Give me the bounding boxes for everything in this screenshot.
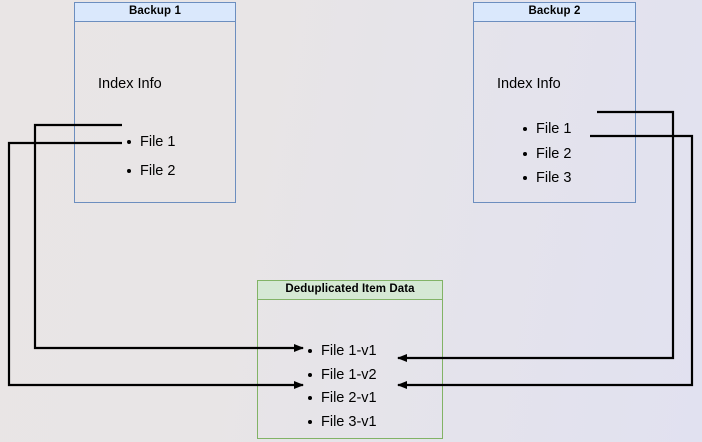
backup-2-body: Index Info File 1 File 2 File 3: [474, 22, 635, 202]
backup-2-file-item[interactable]: File 1: [521, 122, 571, 137]
dedup-item[interactable]: File 2-v1: [306, 391, 377, 406]
backup-2-file-item[interactable]: File 3: [521, 171, 571, 186]
backup-2-title: Backup 2: [474, 3, 635, 22]
deduplicated-item-data-title: Deduplicated Item Data: [258, 281, 442, 300]
backup-1-body: Index Info File 1 File 2: [75, 22, 235, 202]
dedup-item[interactable]: File 3-v1: [306, 414, 377, 430]
backup-2-file-list: File 1 File 2 File 3: [521, 122, 571, 186]
backup-1-title: Backup 1: [75, 3, 235, 22]
deduplicated-item-data-body: File 1-v1 File 1-v2 File 2-v1 File 3-v1: [258, 300, 442, 438]
dedup-item-list: File 1-v1 File 1-v2 File 2-v1 File 3-v1: [306, 344, 377, 429]
backup-1-file-list: File 1 File 2: [125, 135, 175, 178]
backup-2-file-item[interactable]: File 2: [521, 146, 571, 162]
backup-2-box[interactable]: Backup 2 Index Info File 1 File 2 File 3: [473, 2, 636, 203]
backup-1-box[interactable]: Backup 1 Index Info File 1 File 2: [74, 2, 236, 203]
backup-1-file-item[interactable]: File 2: [125, 163, 175, 179]
backup-1-file-item[interactable]: File 1: [125, 135, 175, 150]
backup-2-index-info-label: Index Info: [497, 76, 561, 92]
dedup-item[interactable]: File 1-v2: [306, 367, 377, 383]
dedup-item[interactable]: File 1-v1: [306, 344, 377, 359]
deduplicated-item-data-box[interactable]: Deduplicated Item Data File 1-v1 File 1-…: [257, 280, 443, 439]
backup-1-index-info-label: Index Info: [98, 76, 162, 92]
